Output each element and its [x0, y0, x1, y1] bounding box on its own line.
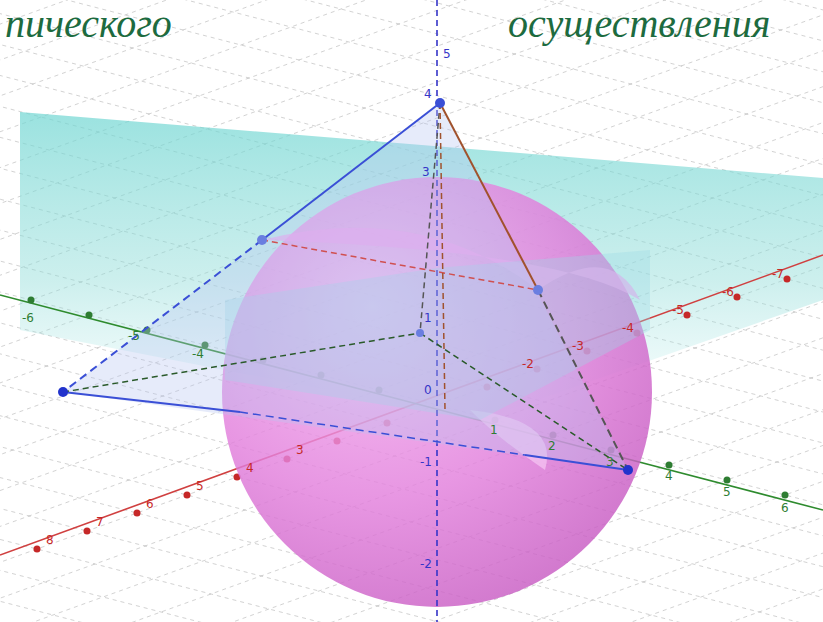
axis-number: -6 — [722, 286, 734, 298]
tick-dot — [724, 477, 731, 484]
tick-dot — [666, 462, 673, 469]
grid-line — [0, 75, 823, 622]
grid-line — [0, 0, 823, 507]
axis-number: -5 — [128, 330, 140, 342]
axis-number: 6 — [781, 502, 789, 514]
axis-number: 3 — [422, 166, 430, 178]
edge — [240, 412, 525, 455]
axis-number: 1 — [490, 424, 498, 436]
tick-dot — [734, 294, 741, 301]
edge — [63, 333, 420, 392]
grid-line — [0, 60, 823, 622]
pyramid-face — [63, 103, 628, 470]
axis-number: 5 — [196, 480, 204, 492]
axis-number: 4 — [424, 88, 432, 100]
edge — [63, 392, 240, 412]
edge — [440, 103, 445, 410]
axis-number: 5 — [443, 48, 451, 60]
tick-dot — [782, 492, 789, 499]
tick-dot — [784, 276, 791, 283]
axis-number: -1 — [420, 456, 432, 468]
edge — [262, 103, 440, 240]
edge — [440, 103, 538, 290]
heading-fragment: осуществления — [508, 4, 770, 44]
point — [435, 98, 445, 108]
tick-dot — [684, 312, 691, 319]
tick-dot — [86, 312, 93, 319]
grid-line — [0, 15, 823, 615]
grid-line — [0, 33, 823, 622]
axis-number: 0 — [424, 384, 432, 396]
grid-line — [0, 15, 823, 622]
axis-number: -2 — [522, 358, 534, 370]
axis-number: 5 — [723, 486, 731, 498]
grid-line — [0, 87, 823, 622]
grid-line — [0, 0, 823, 471]
axis-number: 4 — [246, 462, 254, 474]
axis-number: 2 — [548, 440, 556, 452]
axis-number: -7 — [772, 268, 784, 280]
grid-line — [0, 45, 823, 622]
heading-fragment: пического — [5, 4, 172, 44]
grid-line — [0, 90, 823, 622]
edge — [420, 103, 440, 333]
axis-number: -4 — [192, 348, 204, 360]
axis-number: -2 — [420, 558, 432, 570]
edge — [420, 333, 628, 470]
grid-line — [0, 69, 823, 622]
edge — [525, 455, 628, 470]
tick-dot — [34, 546, 41, 553]
tick-dot — [134, 510, 141, 517]
axis-number: 3 — [296, 444, 304, 456]
tick-dot — [28, 297, 35, 304]
edge — [538, 290, 628, 470]
point — [257, 235, 267, 245]
axis-number: 8 — [46, 534, 54, 546]
tick-dot — [84, 528, 91, 535]
grid-line — [0, 51, 823, 622]
edge — [63, 240, 262, 392]
axis-number: -6 — [22, 312, 34, 324]
point — [416, 329, 424, 337]
axis-number: 4 — [665, 470, 673, 482]
axis-number: 6 — [146, 498, 154, 510]
axis-number: 1 — [424, 312, 432, 324]
grid-line — [0, 0, 823, 489]
point — [623, 465, 633, 475]
point — [58, 387, 68, 397]
tick-dot — [184, 492, 191, 499]
edge — [262, 240, 538, 290]
axis-number: 3 — [606, 456, 614, 468]
axis-number: 7 — [96, 516, 104, 528]
axis-number: -3 — [572, 340, 584, 352]
axis-number: -5 — [672, 304, 684, 316]
grid-line — [0, 30, 823, 622]
axis-number: -4 — [622, 322, 634, 334]
point — [533, 285, 543, 295]
